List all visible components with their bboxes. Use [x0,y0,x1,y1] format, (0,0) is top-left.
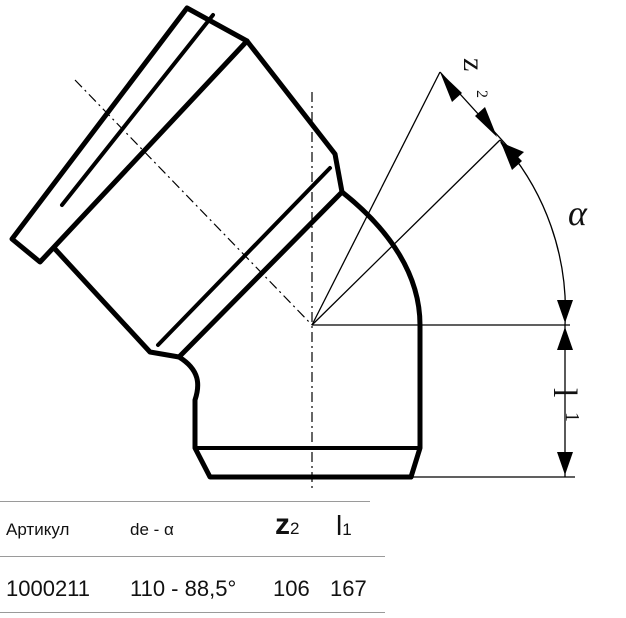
alpha-arc [499,139,567,326]
header-z2: z2 [275,508,299,542]
header-z2-letter: z [275,508,290,541]
header-article: Артикул [6,520,70,539]
header-l1: l1 [336,510,352,542]
header-l1-letter: l [336,510,343,541]
value-z2: 106 [273,576,310,601]
table-header-rule [0,556,385,557]
z2-dimension-label: z [457,58,490,72]
z2-dimension-subscript: 2 [473,90,490,98]
value-de-alpha: 110 - 88,5° [130,576,237,601]
header-l1-sub: 1 [342,520,352,539]
socket-body [52,38,345,360]
l1-arrow-bottom [557,452,573,475]
value-article: 1000211 [6,576,91,601]
header-de-alpha: de - α [130,520,174,539]
socket-seam [156,166,332,347]
table-top-rule [0,501,370,502]
l1-dimension-label: l [546,388,583,398]
alpha-arrow-bottom [557,300,573,323]
table-bottom-rule [0,612,385,613]
elbow-outer-wall [339,189,423,480]
value-l1: 167 [330,576,367,601]
socket-centerline [74,79,313,326]
header-z2-sub: 2 [290,519,300,538]
z2-extension-line [311,71,441,326]
l1-dimension-subscript: 1 [561,412,583,422]
socket-lip [60,13,215,207]
z2-extension-line-2 [311,139,501,326]
elbow-inner-wall [176,354,414,480]
spec-table [0,500,626,618]
fitting-drawing [9,5,575,492]
z2-arrow-mid-1 [475,107,497,137]
z2-arrow-top [440,72,462,102]
alpha-angle-label: α [568,193,587,233]
l1-arrow-top [557,327,573,350]
socket-collar [9,5,250,265]
alpha-arrow-top [500,142,524,163]
